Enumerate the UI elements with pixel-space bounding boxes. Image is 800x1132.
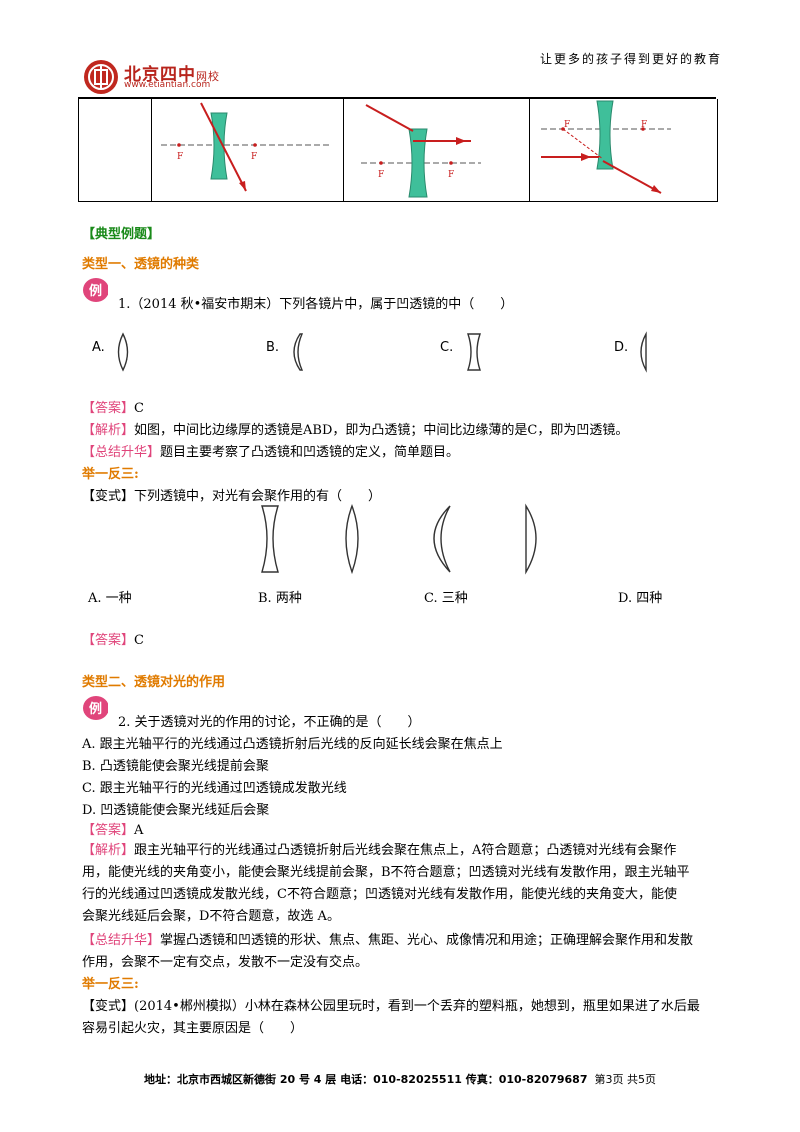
variant-option-a: A. 一种: [88, 591, 132, 606]
type2-analysis-2: 用，能使光线的夹角变小，能使会聚光线提前会聚，B不符合题意；凹透镜对光线有发散作…: [82, 865, 690, 880]
table-divider: [343, 99, 344, 201]
type2-answer: 【答案】A: [82, 823, 144, 838]
ray-diagram-parallel-up: F F: [361, 104, 481, 198]
type2-option-a: A. 跟主光轴平行的光线通过凸透镜折射后光线的反向延长线会聚在焦点上: [82, 737, 503, 752]
page-footer: 地址：北京市西城区新德街 20 号 4 层 电话：010-82025511 传真…: [0, 1071, 800, 1087]
ray-diagram-center: F F: [161, 102, 331, 192]
header-rule: [78, 97, 716, 99]
type2-summary-2: 作用，会聚不一定有交点，发散不一定没有交点。: [82, 955, 369, 970]
convex-lens-icon: [117, 332, 129, 372]
svg-text:例: 例: [89, 701, 102, 717]
type2-option-c: C. 跟主光轴平行的光线通过凹透镜成发散光线: [82, 781, 347, 796]
type1-option-c: C.: [440, 340, 454, 355]
type2-option-d: D. 凹透镜能使会聚光线延后会聚: [82, 803, 270, 818]
table-divider: [529, 99, 530, 201]
ray-diagrams: F F F F F F: [161, 100, 671, 198]
type2-analysis-1: 【解析】跟主光轴平行的光线通过凸透镜折射后光线会聚在焦点上，A符合题意；凸透镜对…: [82, 843, 677, 858]
focus-label: F: [564, 120, 570, 130]
type1-question: 1.（2014 秋•福安市期末）下列各镜片中，属于凹透镜的中（ ）: [118, 297, 514, 312]
concave-lens-icon: [261, 505, 279, 573]
plano-convex-lens-icon: [640, 331, 647, 373]
svg-text:例: 例: [89, 283, 102, 299]
example-badge-icon: 例: [83, 696, 108, 720]
type2-variant-1: 【变式】(2014•郴州模拟）小林在森林公园里玩时，看到一个丢弃的塑料瓶，她想到…: [82, 999, 700, 1014]
lens-shapes-row1: [117, 331, 647, 373]
variant-option-b: B. 两种: [258, 591, 302, 606]
logo-url: www.etiantian.com: [124, 80, 211, 90]
type1-variant: 【变式】下列透镜中，对光有会聚作用的有（ ）: [82, 489, 382, 504]
variant-option-d: D. 四种: [618, 591, 663, 606]
type2-title: 类型二、透镜对光的作用: [82, 675, 226, 690]
section-title: 【典型例题】: [82, 227, 161, 242]
type2-analysis-3: 行的光线通过凹透镜成发散光线，C不符合题意；凹透镜对光线有发散作用，能使光线的夹…: [82, 887, 677, 902]
footer-page: 第3页 共5页: [594, 1073, 656, 1086]
footer-address: 地址：北京市西城区新德街 20 号 4 层 电话：010-82025511 传真…: [144, 1073, 588, 1086]
type2-question: 2. 关于透镜对光的作用的讨论，不正确的是（ ）: [118, 715, 421, 730]
table-divider: [151, 99, 152, 201]
type2-practice-title: 举一反三:: [82, 977, 139, 992]
logo-name: 北京四中网校: [124, 65, 220, 85]
school-logo-icon: [84, 60, 118, 94]
type1-title: 类型一、透镜的种类: [82, 257, 200, 272]
lens-figure-table: [78, 99, 718, 202]
type1-summary: 【总结升华】题目主要考察了凸透镜和凹透镜的定义，简单题目。: [82, 445, 460, 460]
type1-variant-answer: 【答案】C: [82, 633, 144, 648]
type1-option-b: B.: [266, 340, 280, 355]
example-badge-icon: 例: [83, 278, 108, 302]
type1-option-d: D.: [614, 340, 629, 355]
focus-label: F: [251, 152, 257, 162]
focus-label: F: [448, 170, 454, 180]
focus-label: F: [378, 170, 384, 180]
type2-option-b: B. 凸透镜能使会聚光线提前会聚: [82, 759, 269, 774]
type1-analysis: 【解析】如图，中间比边缘厚的透镜是ABD，即为凸透镜；中间比边缘薄的是C，即为凹…: [82, 423, 629, 438]
convex-lens-icon: [345, 504, 359, 575]
type1-option-a: A.: [92, 340, 105, 355]
concave-lens-icon: [467, 333, 481, 371]
type1-answer: 【答案】C: [82, 401, 144, 416]
type1-practice-title: 举一反三:: [82, 467, 139, 482]
type2-analysis-4: 会聚光线延后会聚，D不符合题意，故选 A。: [82, 909, 340, 924]
ray-diagram-parallel-down: F F: [541, 100, 671, 194]
variant-option-c: C. 三种: [424, 591, 468, 606]
type2-summary-1: 【总结升华】掌握凸透镜和凹透镜的形状、焦点、焦距、光心、成像情况和用途；正确理解…: [82, 933, 694, 948]
header-slogan: 让更多的孩子得到更好的教育: [539, 52, 722, 66]
lens-shapes-row2: [261, 503, 537, 575]
focus-label: F: [641, 120, 647, 130]
focus-label: F: [177, 152, 183, 162]
meniscus-lens-icon: [433, 505, 451, 573]
plano-convex-lens-icon: [525, 503, 537, 575]
meniscus-lens-icon: [293, 333, 304, 371]
type2-variant-2: 容易引起火灾，其主要原因是（ ）: [82, 1021, 304, 1036]
